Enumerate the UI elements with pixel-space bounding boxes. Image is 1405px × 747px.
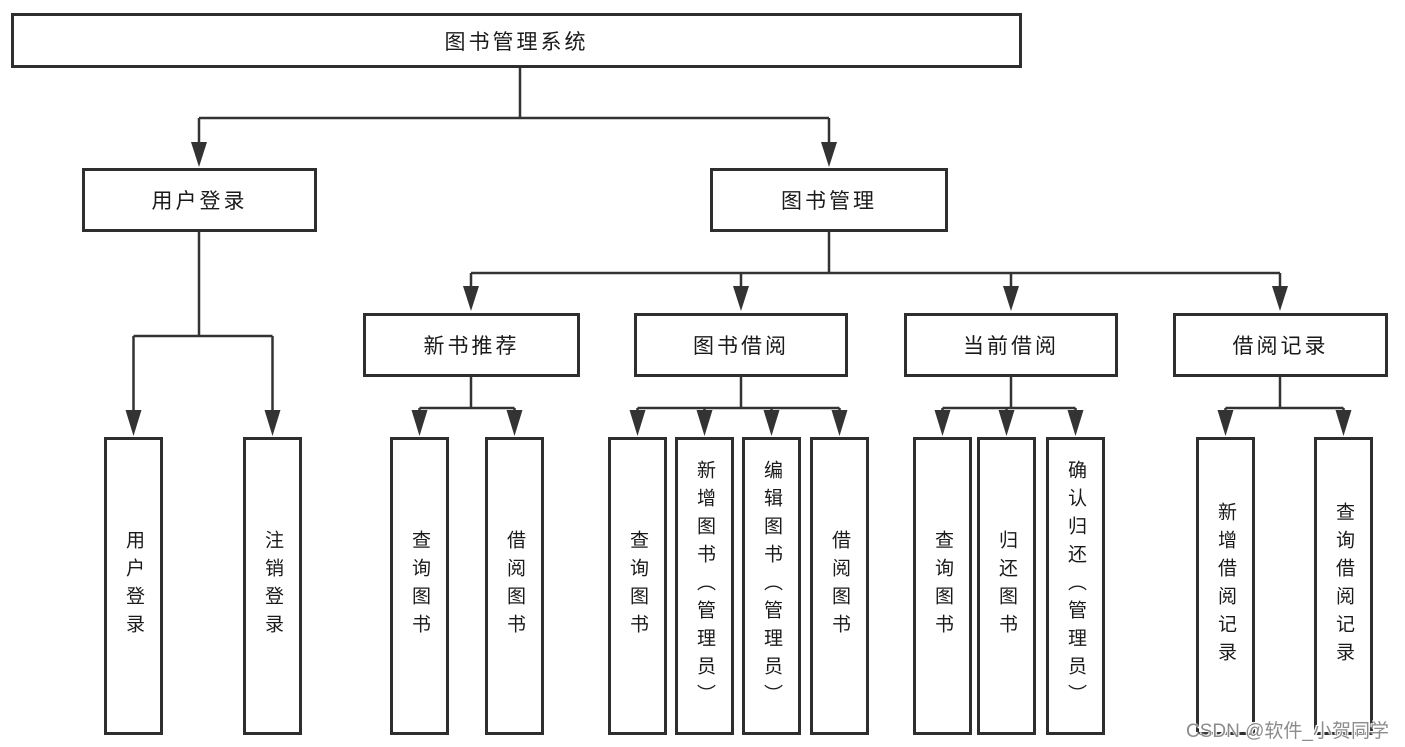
leaf-user-login: 用户登录 — [104, 437, 163, 735]
node-label: 用户登录 — [151, 190, 248, 213]
node-label: 借阅记录 — [1232, 335, 1329, 358]
node-label: 用户登录 — [123, 530, 144, 642]
node-label: 图书借阅 — [693, 335, 789, 358]
node-label: 归还图书 — [996, 530, 1017, 642]
leaf-return-books: 归还图书 — [977, 437, 1036, 735]
connector-book-management-branch — [463, 232, 1288, 311]
leaf-edit-books-admin: 编辑图书（管理员） — [742, 437, 801, 735]
node-label: 新书推荐 — [423, 335, 520, 358]
leaf-add-books-admin: 新增图书（管理员） — [675, 437, 734, 735]
node-borrowing-records: 借阅记录 — [1173, 313, 1388, 377]
connector-root-to-level2 — [191, 68, 837, 167]
node-label: 确认归还（管理员） — [1065, 460, 1086, 712]
leaf-confirm-return-admin: 确认归还（管理员） — [1046, 437, 1105, 735]
node-label: 图书管理系统 — [444, 30, 589, 54]
csdn-watermark: CSDN @软件_小贺同学 — [1186, 721, 1389, 742]
node-current-borrowing: 当前借阅 — [904, 313, 1118, 377]
node-book-borrowing: 图书借阅 — [634, 313, 848, 377]
node-book-management: 图书管理 — [710, 168, 948, 232]
node-label: 查询借阅记录 — [1333, 502, 1354, 670]
leaf-query-books-borrowing: 查询图书 — [608, 437, 667, 735]
node-label: 借阅图书 — [504, 530, 525, 642]
node-label: 注销登录 — [262, 530, 283, 642]
node-label: 借阅图书 — [829, 530, 850, 642]
leaf-query-books-current: 查询图书 — [913, 437, 972, 735]
connector-book-borrowing-branch — [629, 377, 848, 436]
leaf-borrow-books-recommend: 借阅图书 — [485, 437, 544, 735]
node-label: 查询图书 — [409, 530, 430, 642]
node-library-management-system: 图书管理系统 — [11, 13, 1022, 68]
connector-new-book-branch — [411, 377, 523, 436]
node-label: 编辑图书（管理员） — [761, 460, 782, 712]
leaf-query-borrow-record: 查询借阅记录 — [1314, 437, 1373, 735]
connector-user-login-branch — [125, 232, 281, 436]
node-label: 查询图书 — [627, 530, 648, 642]
leaf-borrow-books-borrowing: 借阅图书 — [810, 437, 869, 735]
node-label: 查询图书 — [932, 530, 953, 642]
node-label: 新增借阅记录 — [1215, 502, 1236, 670]
leaf-query-books-recommend: 查询图书 — [390, 437, 449, 735]
connector-current-borrowing-branch — [934, 377, 1084, 436]
node-label: 图书管理 — [781, 190, 877, 213]
leaf-add-borrow-record: 新增借阅记录 — [1196, 437, 1255, 735]
leaf-logout: 注销登录 — [243, 437, 302, 735]
node-user-login: 用户登录 — [82, 168, 317, 232]
node-label: 当前借阅 — [963, 335, 1059, 358]
connector-borrow-records-branch — [1217, 377, 1352, 436]
node-new-book-recommend: 新书推荐 — [363, 313, 580, 377]
node-label: 新增图书（管理员） — [694, 460, 715, 712]
